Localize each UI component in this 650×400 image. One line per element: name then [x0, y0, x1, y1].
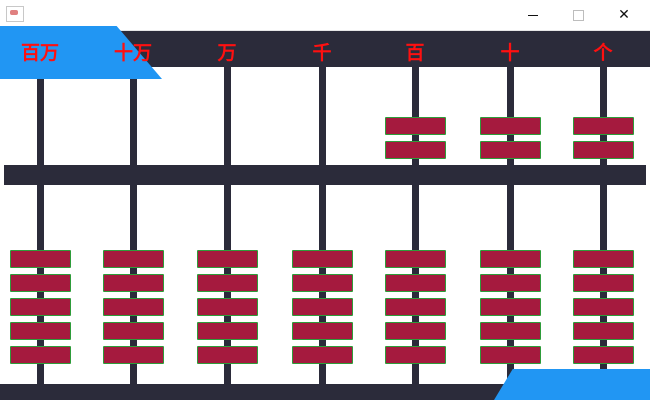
column-label: 十: [500, 42, 520, 64]
upper-bead[interactable]: [573, 141, 634, 159]
lower-bead[interactable]: [480, 274, 541, 292]
lower-bead[interactable]: [197, 250, 258, 268]
lower-bead[interactable]: [480, 322, 541, 340]
abacus: 百万 十万 万 千 百 十 个: [0, 26, 650, 400]
maximize-icon: [572, 9, 584, 21]
app-icon-mark: [10, 10, 18, 15]
lower-bead[interactable]: [103, 322, 164, 340]
lower-bead[interactable]: [10, 274, 71, 292]
upper-bead[interactable]: [385, 117, 446, 135]
minimize-button[interactable]: [510, 0, 556, 30]
lower-bead[interactable]: [10, 322, 71, 340]
upper-bead[interactable]: [480, 141, 541, 159]
close-button[interactable]: ✕: [601, 0, 647, 30]
abacus-rod: [224, 67, 231, 387]
lower-bead[interactable]: [197, 274, 258, 292]
lower-bead[interactable]: [480, 346, 541, 364]
column-label: 万: [217, 42, 237, 64]
lower-bead[interactable]: [573, 298, 634, 316]
lower-bead[interactable]: [385, 298, 446, 316]
app-icon: [6, 6, 24, 22]
column-label: 十万: [113, 42, 152, 64]
lower-bead[interactable]: [292, 274, 353, 292]
abacus-rod: [37, 67, 44, 387]
lower-bead[interactable]: [10, 346, 71, 364]
title-bar: ✕: [0, 0, 650, 31]
lower-bead[interactable]: [385, 346, 446, 364]
lower-bead[interactable]: [292, 346, 353, 364]
column-label: 千: [312, 42, 332, 64]
lower-bead[interactable]: [480, 250, 541, 268]
upper-bead[interactable]: [573, 117, 634, 135]
minimize-icon: [528, 14, 538, 16]
lower-bead[interactable]: [573, 250, 634, 268]
column-label: 百万: [20, 42, 59, 64]
abacus-rod: [130, 67, 137, 387]
corner-accent-bottom-right: [494, 369, 650, 400]
lower-bead[interactable]: [197, 346, 258, 364]
lower-bead[interactable]: [292, 322, 353, 340]
lower-bead[interactable]: [103, 274, 164, 292]
lower-bead[interactable]: [292, 250, 353, 268]
lower-bead[interactable]: [292, 298, 353, 316]
lower-bead[interactable]: [573, 346, 634, 364]
lower-bead[interactable]: [480, 298, 541, 316]
lower-bead[interactable]: [573, 274, 634, 292]
upper-bead[interactable]: [480, 117, 541, 135]
lower-bead[interactable]: [103, 250, 164, 268]
lower-bead[interactable]: [197, 298, 258, 316]
lower-bead[interactable]: [385, 322, 446, 340]
lower-bead[interactable]: [10, 298, 71, 316]
close-icon: ✕: [618, 7, 630, 23]
maximize-button[interactable]: [555, 0, 601, 30]
column-label: 百: [405, 42, 425, 64]
lower-bead[interactable]: [385, 250, 446, 268]
upper-bead[interactable]: [385, 141, 446, 159]
column-label: 个: [593, 42, 613, 64]
abacus-rod: [507, 67, 514, 387]
lower-bead[interactable]: [10, 250, 71, 268]
lower-bead[interactable]: [197, 322, 258, 340]
abacus-rod: [319, 67, 326, 387]
abacus-rod: [412, 67, 419, 387]
lower-bead[interactable]: [573, 322, 634, 340]
lower-bead[interactable]: [103, 346, 164, 364]
abacus-rod: [600, 67, 607, 387]
lower-bead[interactable]: [385, 274, 446, 292]
abacus-bottom-frame: [0, 384, 516, 400]
lower-bead[interactable]: [103, 298, 164, 316]
